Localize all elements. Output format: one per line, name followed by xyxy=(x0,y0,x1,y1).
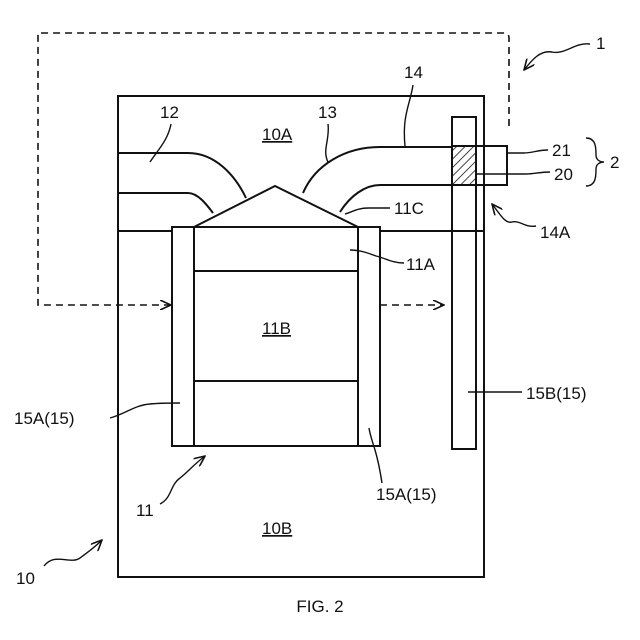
leader-12 xyxy=(150,124,171,162)
leader-14 xyxy=(404,85,413,146)
leader-21 xyxy=(507,150,548,153)
leader-20 xyxy=(476,172,550,174)
label-15A-right: 15A(15) xyxy=(376,485,436,504)
duct-13-14 xyxy=(303,147,452,212)
fan-roof-11C xyxy=(194,186,358,227)
label-11A: 11A xyxy=(406,255,436,274)
figure-caption: FIG. 2 xyxy=(296,597,343,616)
label-10B: 10B xyxy=(262,519,292,538)
leader-1 xyxy=(524,44,590,70)
label-11B: 11B xyxy=(262,319,291,338)
dashed-circulation-path xyxy=(38,33,509,305)
label-2: 2 xyxy=(610,153,619,172)
label-21: 21 xyxy=(552,141,571,160)
label-11C: 11C xyxy=(394,199,424,218)
leader-14A xyxy=(492,204,536,226)
label-14: 14 xyxy=(404,63,423,82)
label-15B: 15B(15) xyxy=(526,384,586,403)
label-12: 12 xyxy=(160,103,179,122)
label-11: 11 xyxy=(136,501,154,520)
sensor-20-hatched xyxy=(452,146,476,185)
label-20: 20 xyxy=(554,165,573,184)
leader-11 xyxy=(160,456,205,504)
leader-2-brace xyxy=(586,138,604,186)
label-10: 10 xyxy=(16,569,35,588)
leader-11C xyxy=(345,208,390,214)
label-10A: 10A xyxy=(262,125,293,144)
label-15A-left: 15A(15) xyxy=(14,409,74,428)
leader-15A-left xyxy=(110,403,180,418)
label-13: 13 xyxy=(318,103,337,122)
duct-12 xyxy=(118,153,246,213)
label-1: 1 xyxy=(596,34,605,53)
label-14A: 14A xyxy=(540,223,571,242)
heater-15A-right xyxy=(358,227,380,446)
heater-15A-left xyxy=(172,227,194,446)
leader-10 xyxy=(44,540,102,566)
leader-13 xyxy=(326,124,329,162)
sensor-21 xyxy=(476,146,507,185)
